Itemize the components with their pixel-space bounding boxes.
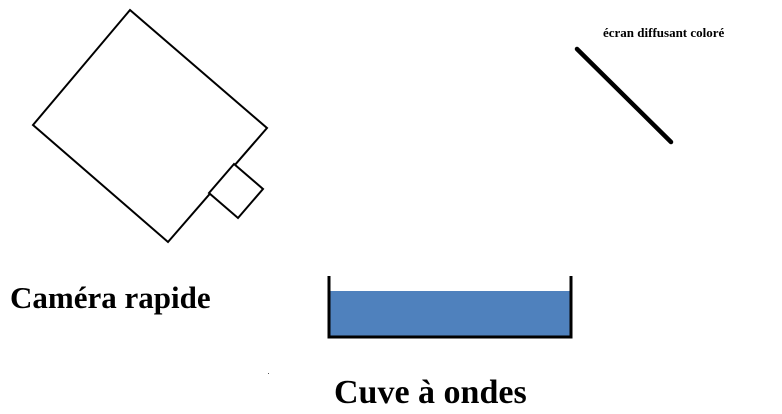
tank-label: Cuve à ondes <box>334 374 527 411</box>
screen-label: écran diffusant coloré <box>603 25 725 40</box>
diffusing-screen <box>574 46 674 145</box>
camera-label: Caméra rapide <box>10 280 211 315</box>
tank-water <box>330 291 570 336</box>
tank-walls <box>327 276 573 339</box>
speck <box>268 373 269 374</box>
camera-lens <box>207 162 265 220</box>
camera-body <box>31 8 269 244</box>
